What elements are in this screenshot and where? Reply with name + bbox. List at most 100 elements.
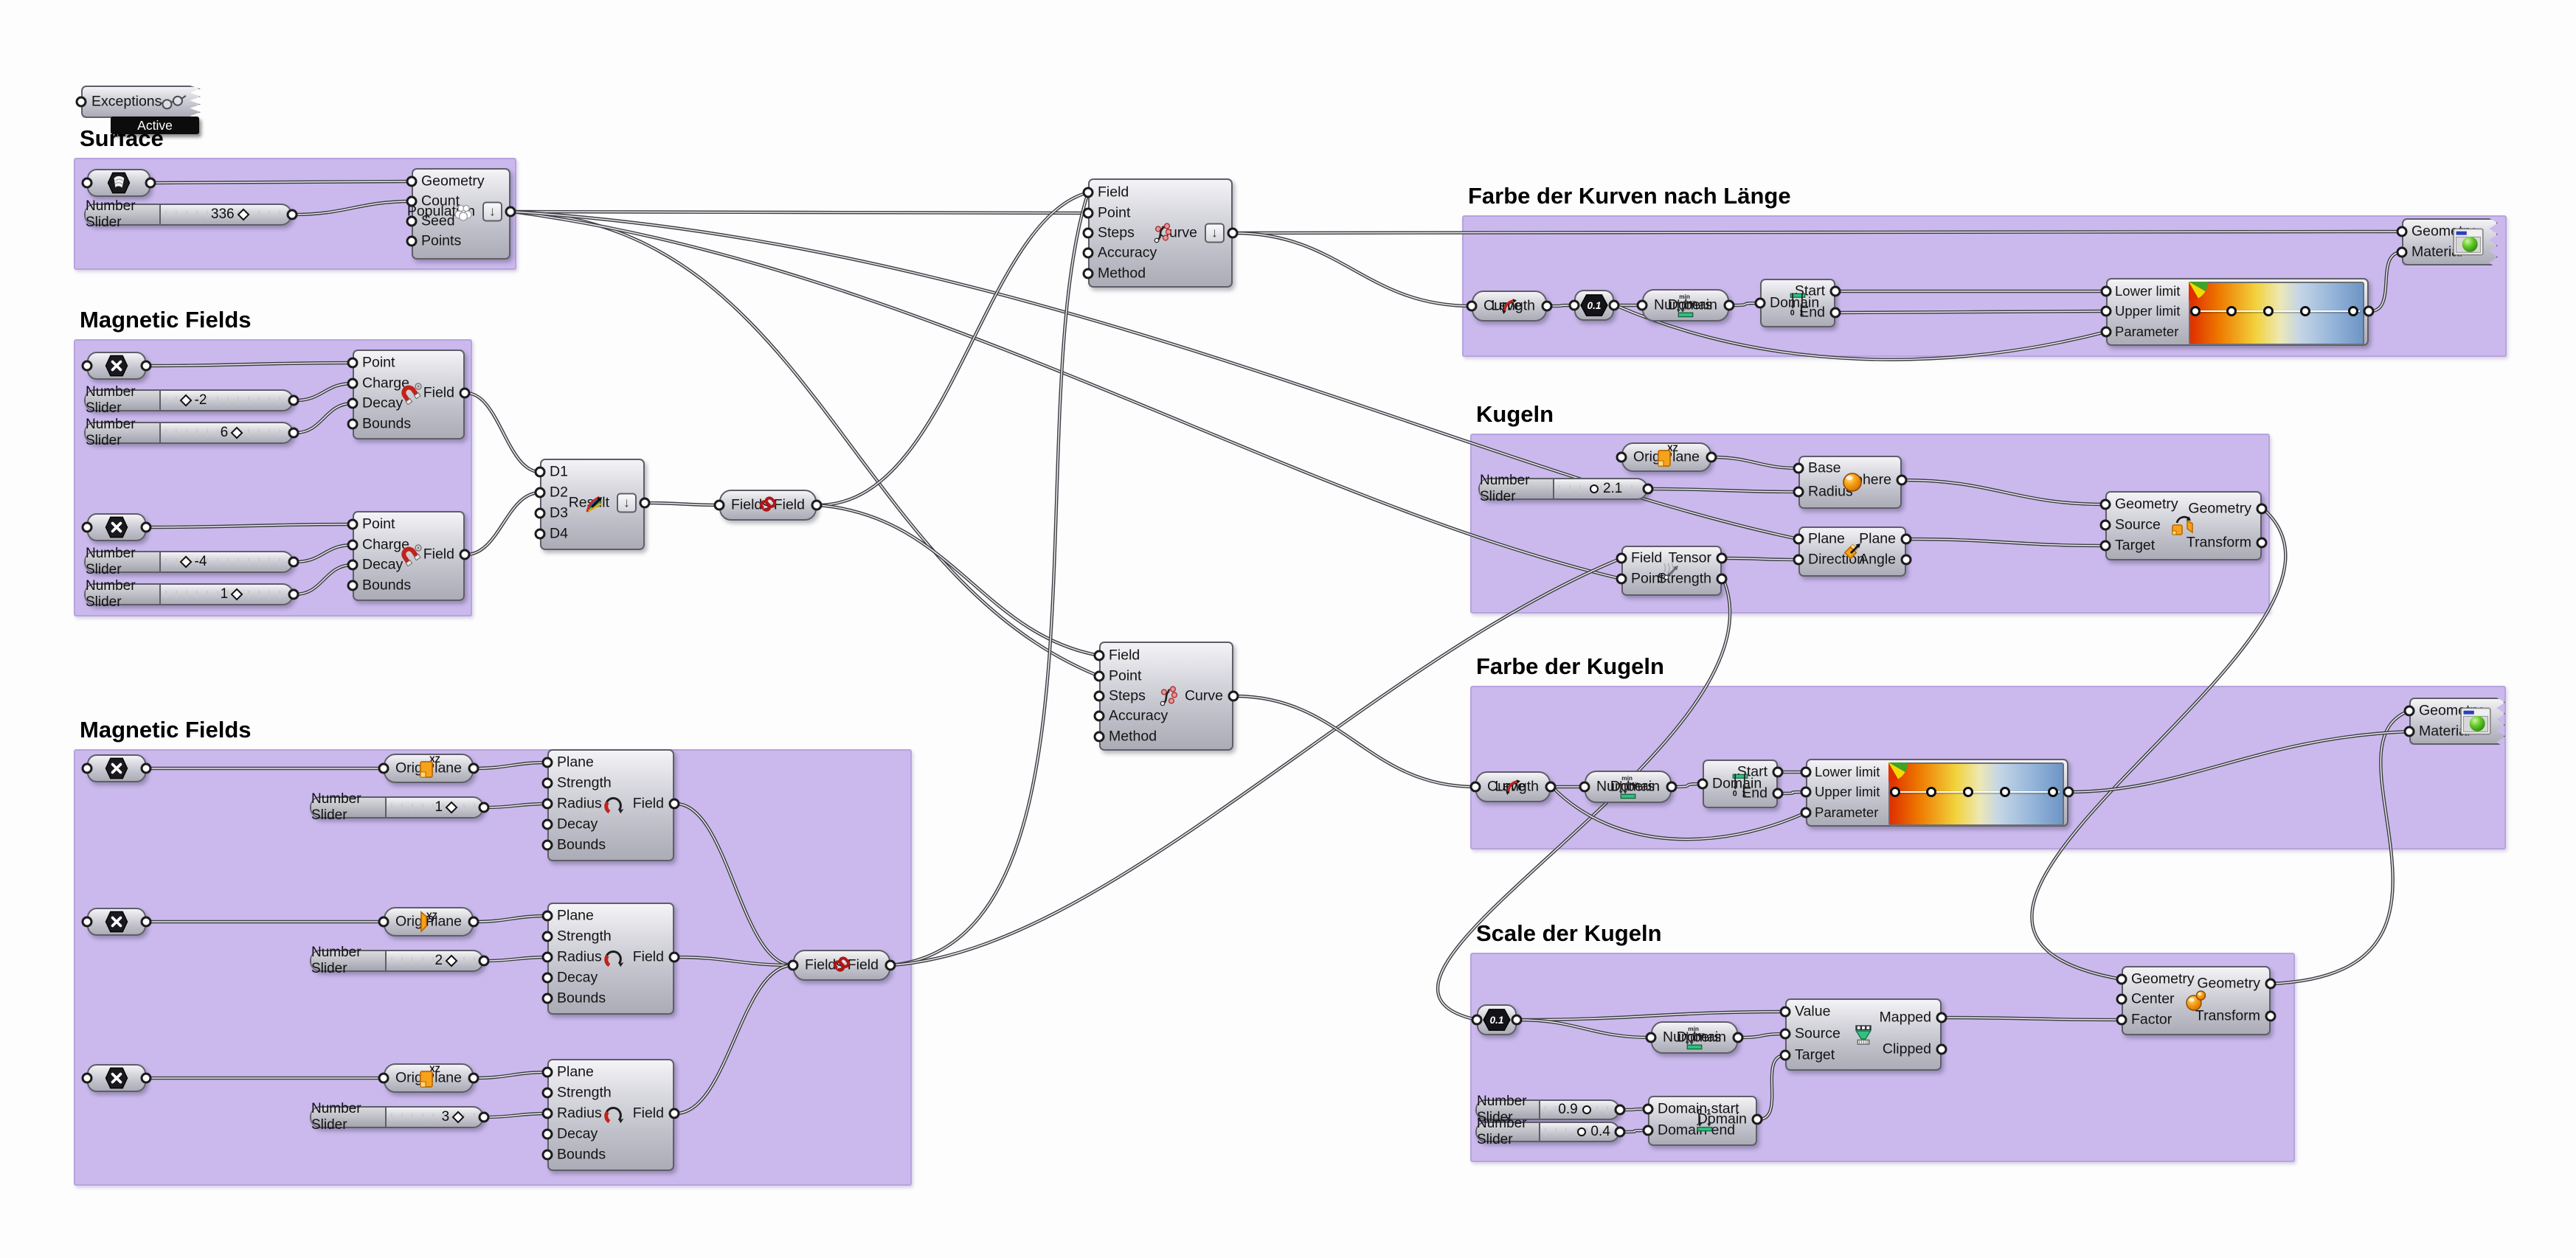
input-port[interactable]	[1568, 299, 1580, 311]
sphere[interactable]	[1798, 456, 1902, 509]
slider-track[interactable]	[165, 429, 286, 437]
input-port-Point[interactable]	[1082, 207, 1094, 219]
gradient-grip[interactable]	[2262, 306, 2274, 316]
input-port-Method[interactable]	[1093, 731, 1105, 743]
input-port-Steps[interactable]	[1093, 690, 1105, 702]
output-port[interactable]	[1614, 1126, 1626, 1138]
input-port-D3[interactable]	[534, 507, 546, 519]
input-port-Radius[interactable]	[541, 798, 553, 810]
output-port-Curve[interactable]	[1227, 227, 1239, 239]
gradient-grip[interactable]	[1962, 787, 1973, 797]
input-port-Curve[interactable]	[1466, 300, 1478, 312]
output-port-Start[interactable]	[1772, 766, 1784, 778]
output-port[interactable]	[288, 556, 300, 568]
group-mf2[interactable]	[74, 749, 912, 1186]
input-port-Accuracy[interactable]	[1082, 247, 1094, 259]
output-port[interactable]	[288, 427, 300, 439]
input-port-Source[interactable]	[2099, 519, 2111, 531]
output-port-Field[interactable]	[668, 1108, 680, 1119]
input-port-D1[interactable]	[534, 466, 546, 478]
gradient-swatch-area[interactable]	[2189, 282, 2364, 345]
input-port-Radius[interactable]	[1793, 486, 1804, 498]
orient[interactable]	[2105, 491, 2262, 560]
input-port-Direction[interactable]	[1793, 554, 1804, 566]
point-param-c[interactable]	[87, 1064, 146, 1092]
input-port-Center[interactable]	[2116, 993, 2127, 1005]
output-port-Plane[interactable]	[1706, 451, 1717, 463]
output-port[interactable]	[140, 762, 152, 774]
output-port[interactable]	[288, 395, 300, 406]
input-port-Geometry[interactable]	[2396, 226, 2408, 237]
output-port-Field[interactable]	[811, 499, 823, 511]
input-port[interactable]	[81, 521, 93, 533]
input-port-Parameter[interactable]	[2100, 326, 2112, 338]
input-port-Domain start[interactable]	[1642, 1103, 1654, 1115]
input-port-Decay[interactable]	[347, 559, 359, 571]
output-port-End[interactable]	[1772, 788, 1784, 799]
slider-track[interactable]	[391, 957, 477, 965]
expand-arrow-button[interactable]: ↓	[482, 201, 502, 222]
input-port-Count[interactable]	[406, 195, 418, 207]
input-port-Accuracy[interactable]	[1093, 710, 1105, 722]
output-port-Mapped[interactable]	[1936, 1012, 1947, 1024]
input-port-Fields[interactable]	[713, 499, 725, 511]
active-state-tag[interactable]: Active	[111, 117, 199, 134]
input-port-Decay[interactable]	[347, 397, 359, 409]
input-port-Radius[interactable]	[541, 951, 553, 963]
output-port[interactable]	[286, 209, 298, 220]
slider-track[interactable]	[391, 1113, 477, 1121]
input-port-Strength[interactable]	[541, 931, 553, 942]
slider-grip[interactable]	[1582, 1105, 1591, 1114]
input-port-Origin[interactable]	[1616, 451, 1627, 463]
output-port-Length[interactable]	[1545, 781, 1557, 793]
output-port[interactable]	[1614, 1104, 1626, 1116]
output-port-Curve[interactable]	[1228, 690, 1239, 702]
slider-domain-end[interactable]: Number Slider	[1475, 1116, 1620, 1147]
input-port-Strength[interactable]	[541, 1087, 553, 1099]
input-port-Decay[interactable]	[541, 972, 553, 984]
output-port[interactable]	[478, 955, 490, 967]
input-port-Value[interactable]	[1779, 1006, 1791, 1018]
expand-arrow-button[interactable]: ↓	[1205, 223, 1225, 243]
input-port-Point[interactable]	[347, 357, 359, 369]
input-port-Steps[interactable]	[1082, 227, 1094, 239]
input-port[interactable]	[81, 762, 93, 774]
slider-decay-1[interactable]: Number Slider	[84, 417, 294, 448]
input-port-Geometry[interactable]	[2116, 973, 2127, 985]
slider-track[interactable]	[165, 397, 286, 404]
input-port-Material[interactable]	[2403, 726, 2415, 737]
output-port[interactable]	[478, 802, 490, 813]
input-port-Lower limit[interactable]	[2100, 285, 2112, 297]
input-port-Point[interactable]	[347, 518, 359, 530]
input-port-Origin[interactable]	[378, 916, 389, 928]
output-port-Field[interactable]	[668, 798, 680, 810]
input-port-Seed[interactable]	[406, 215, 418, 227]
output-port-Field[interactable]	[459, 549, 471, 560]
slider-track[interactable]	[1559, 485, 1641, 493]
input-port-D4[interactable]	[534, 528, 546, 540]
gradient-grip[interactable]	[2348, 306, 2359, 316]
input-port-Target[interactable]	[1779, 1049, 1791, 1061]
slider-grip[interactable]	[1589, 484, 1599, 493]
input-port-Bounds[interactable]	[541, 839, 553, 851]
output-port-Transform[interactable]	[2265, 1010, 2276, 1022]
output-port-Geometry[interactable]	[2256, 503, 2268, 515]
input-port-Plane[interactable]	[1793, 533, 1804, 545]
input-port-Geometry[interactable]	[2403, 705, 2415, 717]
output-port-Domain[interactable]	[1666, 781, 1677, 793]
output-port-Result[interactable]	[639, 497, 651, 509]
input-port-Decay[interactable]	[541, 819, 553, 830]
output-port-Transform[interactable]	[2256, 537, 2268, 549]
input-port[interactable]	[81, 1072, 93, 1084]
input-port-Point[interactable]	[1093, 670, 1105, 682]
input-port-Points[interactable]	[406, 235, 418, 247]
output-port-Length[interactable]	[1541, 300, 1553, 312]
input-port-Strength[interactable]	[541, 777, 553, 789]
surface-param[interactable]	[87, 169, 150, 197]
input-port-Numbers[interactable]	[1579, 781, 1590, 793]
input-port-Field[interactable]	[1616, 552, 1627, 564]
input-port-Plane[interactable]	[541, 757, 553, 768]
slider-domain-start[interactable]: Number Slider	[1475, 1094, 1620, 1125]
slider-track[interactable]	[1545, 1106, 1613, 1113]
input-port-Bounds[interactable]	[541, 993, 553, 1004]
